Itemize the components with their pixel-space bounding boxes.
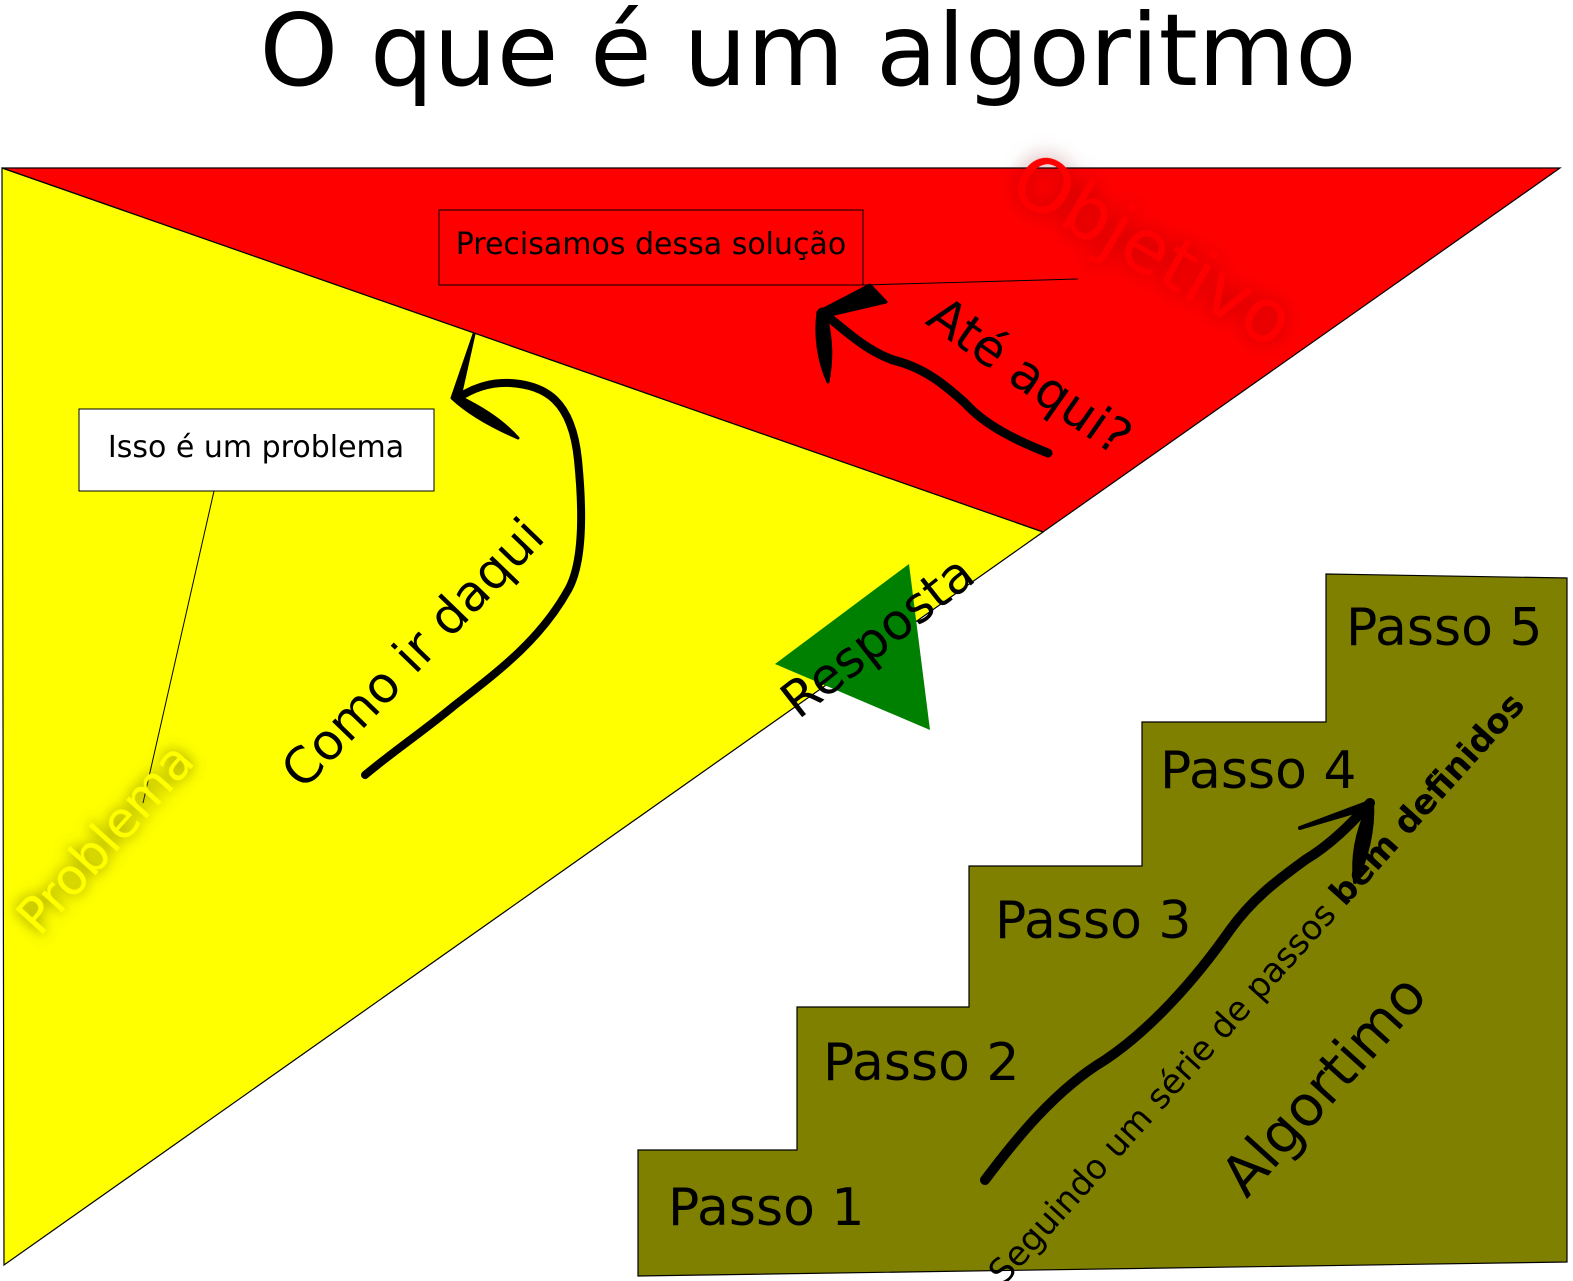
- step-5-label: Passo 5: [1346, 598, 1543, 658]
- problem-callout-text: Isso é um problema: [108, 430, 404, 465]
- step-2-label: Passo 2: [823, 1033, 1020, 1093]
- page-title: O que é um algoritmo: [260, 0, 1357, 109]
- step-4-label: Passo 4: [1160, 741, 1357, 801]
- problem-callout-box: [78, 408, 435, 492]
- step-3-label: Passo 3: [995, 891, 1192, 951]
- solution-callout-line: [862, 278, 1079, 286]
- solution-callout-text: Precisamos dessa solução: [456, 227, 847, 262]
- problem-callout-line: [142, 490, 215, 804]
- stairs-arrow: [980, 798, 1375, 1185]
- answer-triangle: [775, 564, 930, 730]
- algorithm-stairs: [637, 573, 1568, 1277]
- until-here-arrow: [815, 283, 1053, 458]
- solution-callout-box: [438, 209, 864, 286]
- step-1-label: Passo 1: [668, 1178, 865, 1238]
- how-to-go-arrow: [361, 332, 586, 779]
